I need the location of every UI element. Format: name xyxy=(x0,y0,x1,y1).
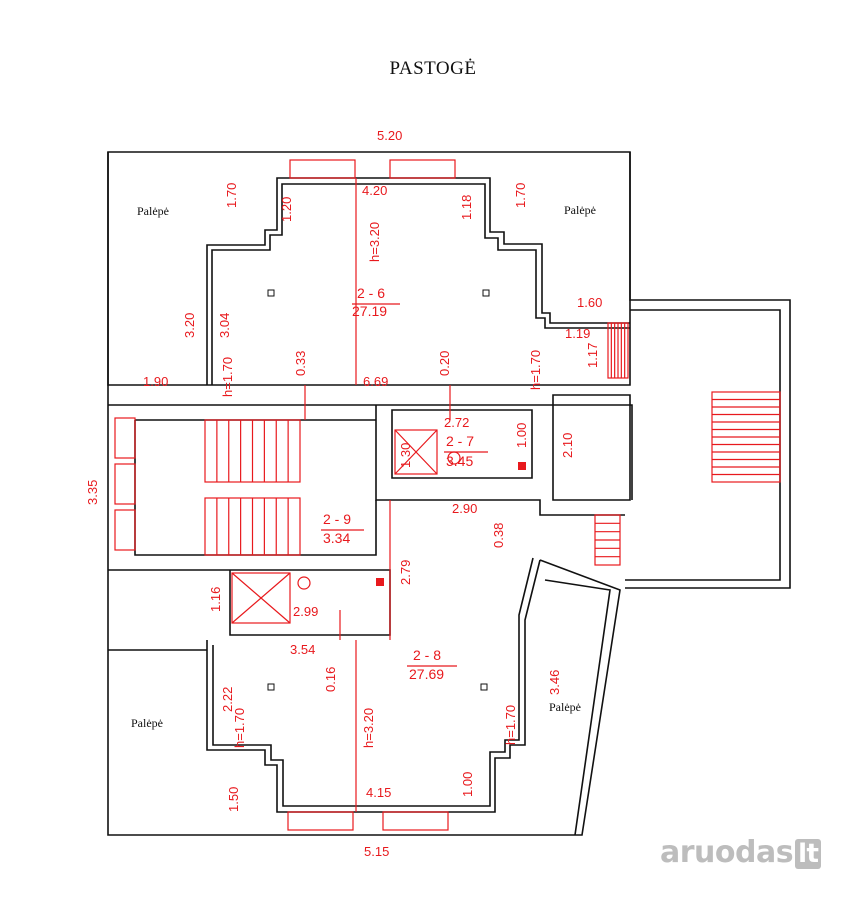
dimension-label: 5.20 xyxy=(377,128,402,143)
dimension-label: 4.20 xyxy=(362,183,387,198)
dimension-label: 2.10 xyxy=(560,433,575,458)
dimension-label: 1.00 xyxy=(514,423,529,448)
dimension-label: 5.15 xyxy=(364,844,389,859)
dimension-label: 0.20 xyxy=(437,351,452,376)
dimension-label: 0.16 xyxy=(323,667,338,692)
dimension-label: 1.50 xyxy=(226,787,241,812)
dimension-label: 2.22 xyxy=(220,687,235,712)
dimension-label: 2.79 xyxy=(398,560,413,585)
dimension-label: 1.00 xyxy=(460,772,475,797)
room-area: 3.34 xyxy=(323,530,350,546)
dimension-label: 1.18 xyxy=(459,195,474,220)
service-block-walls xyxy=(134,394,631,556)
dimension-label: 1.60 xyxy=(577,295,602,310)
dimension-texts: 5.20 4.20 1.70 1.70 1.20 1.18 h=3.20 3.20 3.04 h=… xyxy=(85,128,602,859)
dimension-label: 3.46 xyxy=(547,670,562,695)
dimension-label: 2.72 xyxy=(444,415,469,430)
dimension-label: 2.99 xyxy=(293,604,318,619)
dimension-label: 6.69 xyxy=(363,374,388,389)
room-id: 2 - 7 xyxy=(446,433,474,449)
room-area: 27.19 xyxy=(352,303,387,319)
dimension-label: 0.33 xyxy=(293,351,308,376)
dimension-label: h=3.20 xyxy=(367,222,382,262)
dimension-label: 1.20 xyxy=(279,197,294,222)
dimension-label: 4.15 xyxy=(366,785,391,800)
dimension-label: 2.90 xyxy=(452,501,477,516)
dimension-label: h=1.70 xyxy=(528,350,543,390)
dimension-label: 3.54 xyxy=(290,642,315,657)
dimension-label: 3.04 xyxy=(217,313,232,338)
dimension-label: h=3.20 xyxy=(361,708,376,748)
dimension-label: h=1.70 xyxy=(503,705,518,745)
attic-label: Palėpė xyxy=(137,204,169,218)
dimension-label: 3.20 xyxy=(182,313,197,338)
watermark-brand: aruodas xyxy=(660,835,794,870)
attic-label: Palėpė xyxy=(131,716,163,730)
room-2-8-walls xyxy=(108,557,611,836)
dimension-label: 1.17 xyxy=(585,343,600,368)
dimension-label: 1.90 xyxy=(143,374,168,389)
room-2-6-walls xyxy=(206,177,630,385)
attic-label: Palėpė xyxy=(564,203,596,217)
columns xyxy=(267,289,490,691)
dimension-label: 1.30 xyxy=(398,443,413,468)
dimension-label: h=1.70 xyxy=(220,357,235,397)
dimension-label: 1.70 xyxy=(224,183,239,208)
staircase-exterior xyxy=(594,322,781,566)
room-area: 3.45 xyxy=(446,453,473,469)
attic-label: Palėpė xyxy=(549,700,581,714)
room-id: 2 - 8 xyxy=(413,647,441,663)
dimension-label: 0.38 xyxy=(491,523,506,548)
windows xyxy=(114,159,456,831)
outer-walls xyxy=(107,151,791,836)
plan-title: PASTOGĖ xyxy=(389,58,477,79)
bathroom-fixtures xyxy=(231,429,526,624)
staircase-main xyxy=(204,323,780,558)
room-id: 2 - 9 xyxy=(323,511,351,527)
room-id: 2 - 6 xyxy=(357,285,385,301)
dimension-label: 1.19 xyxy=(565,326,590,341)
dimension-label: 1.70 xyxy=(513,183,528,208)
dimension-label: h=1.70 xyxy=(232,708,247,748)
room-area: 27.69 xyxy=(409,666,444,682)
dimension-label: 3.35 xyxy=(85,480,100,505)
watermark-tld: lt xyxy=(795,839,822,869)
dimension-lines xyxy=(304,178,451,812)
dimension-label: 1.16 xyxy=(208,587,223,612)
